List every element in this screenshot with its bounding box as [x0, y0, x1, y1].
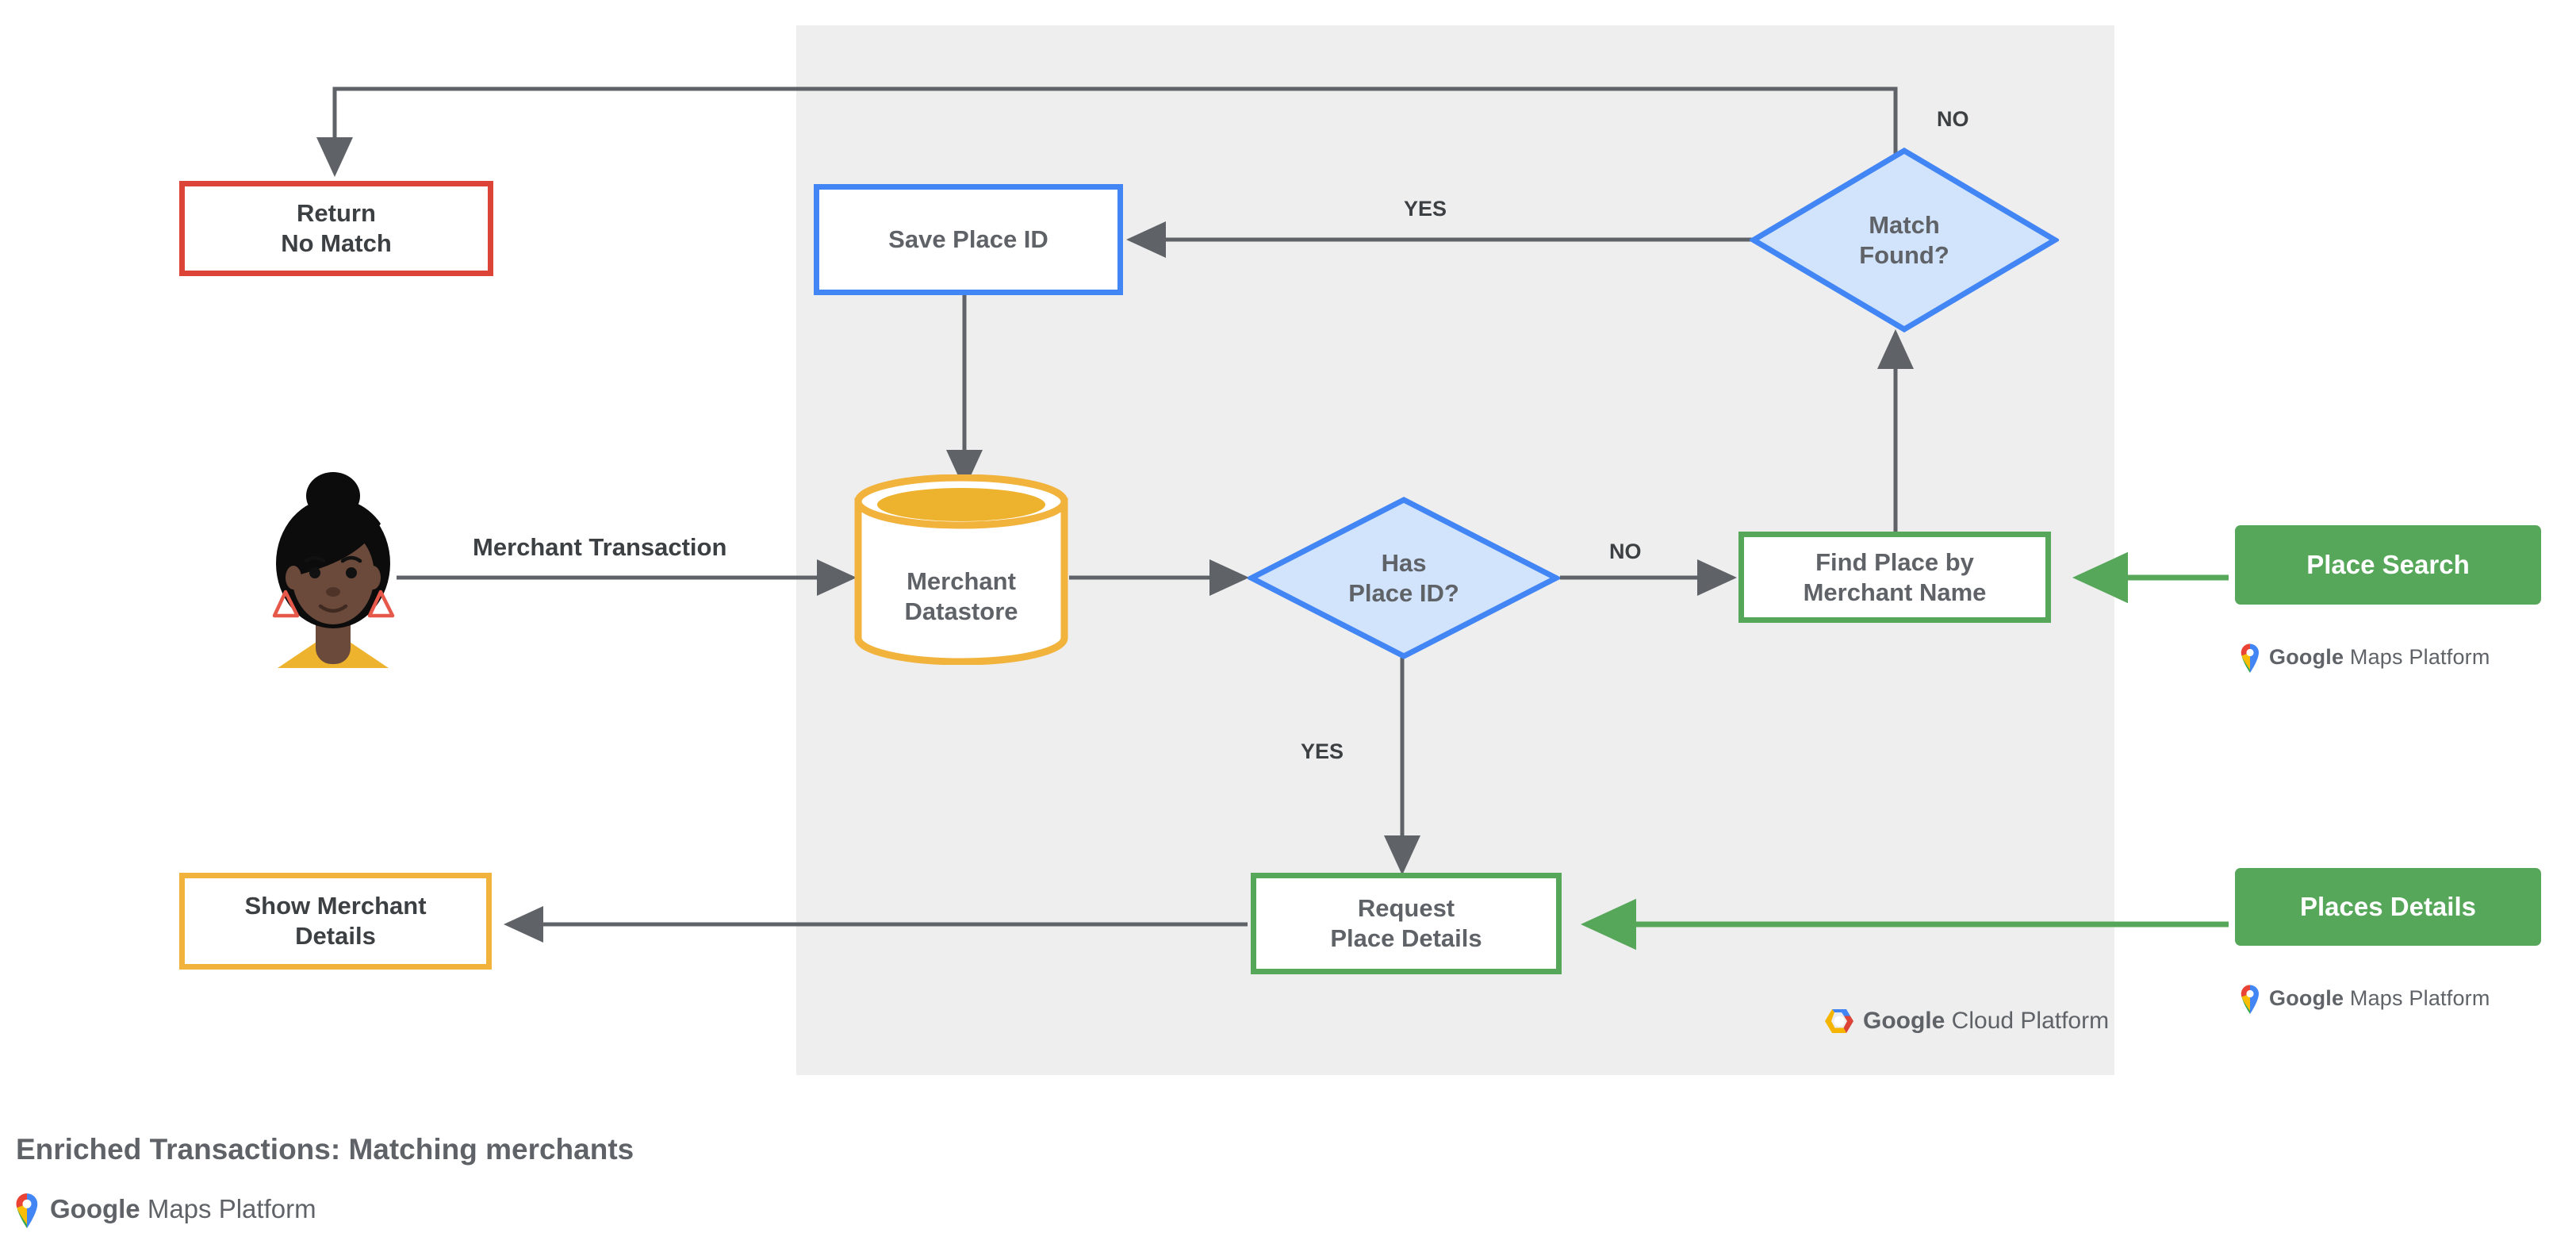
places-details-label: Places Details	[2300, 891, 2476, 921]
request-place-details-line1: Request	[1357, 894, 1455, 923]
place-search-label: Place Search	[2306, 549, 2470, 579]
gcp-hexagon-icon	[1825, 1009, 1853, 1033]
gmp-brand: Google	[2269, 985, 2344, 1010]
merchant-datastore-line2: Datastore	[904, 597, 1018, 625]
map-pin-icon	[2241, 643, 2259, 673]
has-place-id-line2: Place ID?	[1348, 578, 1459, 607]
show-merchant-details-line1: Show Merchant	[244, 892, 427, 920]
footer-gmp-brand: Google	[50, 1194, 140, 1223]
gcp-name: Cloud Platform	[1945, 1008, 2110, 1034]
footer-google-maps-platform-logo: Google Maps Platform	[13, 1190, 316, 1228]
node-save-place-id[interactable]: Save Place ID	[814, 184, 1123, 295]
find-place-line2: Merchant Name	[1803, 578, 1987, 606]
google-cloud-platform-logo: Google Cloud Platform	[1824, 1008, 2109, 1035]
show-merchant-details-line2: Details	[295, 922, 376, 950]
label-match-found-no: NO	[1937, 107, 1969, 131]
has-place-id-line1: Has	[1381, 548, 1427, 577]
request-place-details-line2: Place Details	[1330, 924, 1482, 952]
label-merchant-transaction: Merchant Transaction	[473, 533, 727, 561]
gmp-name: Maps Platform	[2344, 644, 2490, 669]
avatar-merchant-customer	[262, 460, 404, 674]
map-pin-icon	[16, 1193, 38, 1228]
find-place-line1: Find Place by	[1815, 547, 1974, 576]
google-maps-platform-logo-place-search: Google Maps Platform	[2238, 641, 2490, 673]
datastore-cylinder-shape	[854, 474, 1068, 665]
return-no-match-line2: No Match	[281, 229, 392, 257]
button-places-details[interactable]: Places Details	[2235, 868, 2541, 946]
label-match-found-yes: YES	[1404, 197, 1447, 221]
has-place-id-diamond-shape	[1248, 497, 1560, 659]
gcp-brand: Google	[1863, 1008, 1945, 1034]
gmp-name: Maps Platform	[2344, 985, 2490, 1010]
label-has-place-id-yes: YES	[1301, 739, 1344, 763]
google-maps-platform-logo-places-details: Google Maps Platform	[2238, 982, 2490, 1014]
label-has-place-id-no: NO	[1609, 540, 1642, 563]
page-caption: Enriched Transactions: Matching merchant…	[16, 1133, 634, 1166]
footer-gmp-name: Maps Platform	[140, 1194, 316, 1223]
return-no-match-line1: Return	[297, 199, 376, 228]
match-found-line1: Match	[1869, 210, 1940, 239]
match-found-line2: Found?	[1859, 240, 1949, 269]
person-avatar-icon	[272, 472, 395, 668]
match-found-diamond-shape	[1750, 147, 2059, 333]
button-place-search[interactable]: Place Search	[2235, 525, 2541, 605]
map-pin-icon	[2241, 985, 2259, 1014]
gmp-brand: Google	[2269, 644, 2344, 669]
save-place-id-label: Save Place ID	[888, 225, 1048, 254]
merchant-datastore-line1: Merchant	[907, 567, 1016, 596]
